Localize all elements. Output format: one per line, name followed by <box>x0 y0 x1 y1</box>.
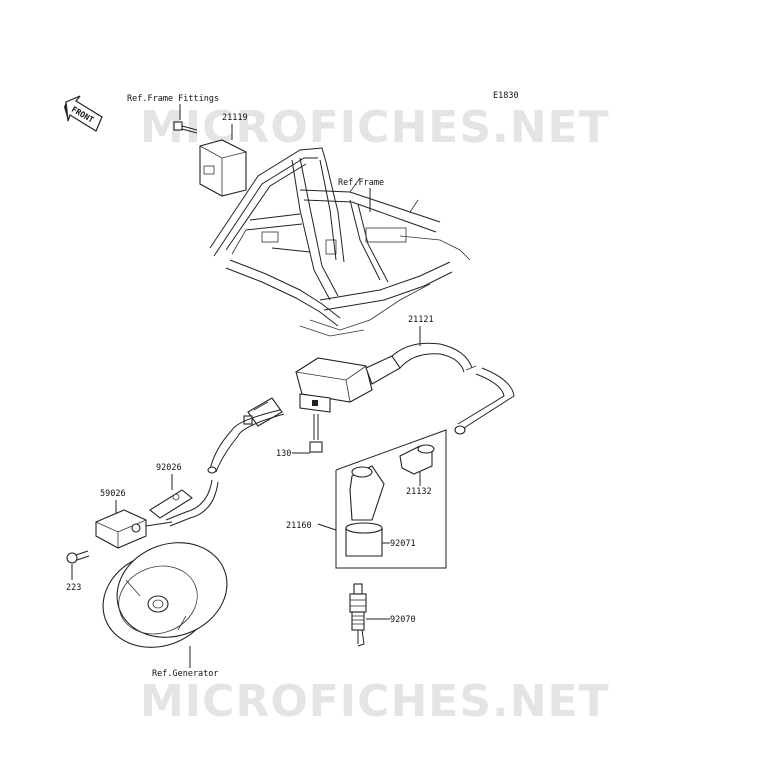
pickup-coil-59026 <box>95 509 173 549</box>
sleeve-92071 <box>345 522 383 557</box>
label-ref-frame-fittings: Ref.Frame Fittings <box>127 94 219 104</box>
watermark-bottom: MICROFICHES.NET <box>140 676 610 727</box>
cdi-unit-21119 <box>199 139 247 197</box>
wire-connector <box>207 397 285 474</box>
label-223: 223 <box>66 583 81 593</box>
label-21160: 21160 <box>286 521 312 531</box>
label-ref-frame: Ref.Frame <box>338 178 384 188</box>
label-92070: 92070 <box>390 615 416 625</box>
diagram-code: E1830 <box>493 91 519 101</box>
bolt-fitting <box>173 121 198 134</box>
front-arrow-icon: FRONT <box>64 95 103 132</box>
label-21121: 21121 <box>408 315 434 325</box>
label-130: 130 <box>276 449 291 459</box>
spark-plug-92070 <box>349 583 367 647</box>
label-ref-generator: Ref.Generator <box>152 669 219 679</box>
parts-group-box <box>335 429 447 569</box>
bolt-130 <box>309 414 323 453</box>
generator-rotor <box>102 542 228 648</box>
label-21132: 21132 <box>406 487 432 497</box>
frame-structure <box>209 147 471 337</box>
label-92026: 92026 <box>156 463 182 473</box>
label-21119: 21119 <box>222 113 248 123</box>
label-92071: 92071 <box>390 539 416 549</box>
screw-223 <box>66 550 90 564</box>
ignition-coil-21121 <box>295 342 515 435</box>
clamp-92026 <box>149 479 219 527</box>
plug-cap-21132 <box>399 444 435 475</box>
plug-cap-21160 <box>349 465 385 521</box>
label-59026: 59026 <box>100 489 126 499</box>
